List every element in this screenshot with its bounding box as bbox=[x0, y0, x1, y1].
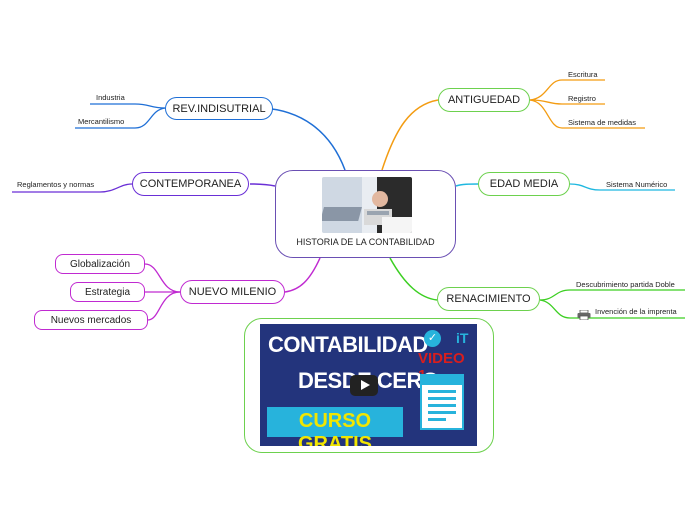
video-title-line3: CURSO GRATIS bbox=[297, 410, 373, 446]
leaf-imprenta[interactable]: Invención de la imprenta bbox=[595, 307, 677, 316]
leaf-globalizacion[interactable]: Globalización bbox=[55, 254, 145, 274]
video-title-line1: CONTABILIDAD bbox=[268, 332, 428, 357]
document-icon bbox=[420, 374, 464, 430]
video-title-line3-box: CURSO GRATIS bbox=[267, 407, 403, 446]
central-topic[interactable]: HISTORIA DE LA CONTABILIDAD bbox=[275, 170, 456, 258]
leaf-reglamentos[interactable]: Reglamentos y normas bbox=[17, 180, 95, 189]
node-nuevo-milenio[interactable]: NUEVO MILENIO bbox=[180, 280, 285, 304]
play-icon[interactable] bbox=[350, 375, 378, 396]
leaf-industria[interactable]: Industria bbox=[96, 93, 125, 102]
leaf-registro[interactable]: Registro bbox=[568, 94, 596, 103]
link-antiguedad bbox=[381, 99, 439, 171]
link-milenio bbox=[284, 257, 321, 293]
leaf-estrategia[interactable]: Estrategia bbox=[70, 282, 145, 302]
check-icon: ✓ bbox=[424, 330, 441, 347]
node-renacimiento[interactable]: RENACIMIENTO bbox=[437, 287, 540, 311]
leaf-sistema-medidas[interactable]: Sistema de medidas bbox=[568, 118, 636, 127]
leaf-nuevos-mercados[interactable]: Nuevos mercados bbox=[34, 310, 148, 330]
video-thumbnail[interactable]: CONTABILIDAD ✓ iT VIDEO 1 DESDE CERO CUR… bbox=[260, 324, 477, 446]
link-video bbox=[365, 258, 368, 318]
central-title: HISTORIA DE LA CONTABILIDAD bbox=[296, 237, 435, 247]
leaf-sistema-numerico[interactable]: Sistema Numérico bbox=[606, 180, 668, 189]
leaf-mercantilismo[interactable]: Mercantilismo bbox=[78, 117, 125, 126]
node-contemporanea[interactable]: CONTEMPORANEA bbox=[132, 172, 249, 196]
leaf-escritura[interactable]: Escritura bbox=[568, 70, 598, 79]
link-renacimiento bbox=[389, 257, 438, 301]
office-photo-image bbox=[322, 177, 412, 233]
node-rev-industrial[interactable]: REV.INDISUTRIAL bbox=[165, 97, 273, 120]
node-edad-media[interactable]: EDAD MEDIA bbox=[478, 172, 570, 196]
printer-icon bbox=[577, 307, 591, 321]
link-contemp bbox=[249, 183, 276, 187]
link-rev bbox=[261, 107, 346, 171]
node-antiguedad[interactable]: ANTIGUEDAD bbox=[438, 88, 530, 112]
logo-icon: iT bbox=[456, 330, 469, 346]
leaf-partida-doble[interactable]: Descubrimiento partida Doble bbox=[576, 280, 675, 289]
video-node[interactable]: CONTABILIDAD ✓ iT VIDEO 1 DESDE CERO CUR… bbox=[244, 318, 494, 453]
link-edad-media bbox=[455, 183, 479, 187]
